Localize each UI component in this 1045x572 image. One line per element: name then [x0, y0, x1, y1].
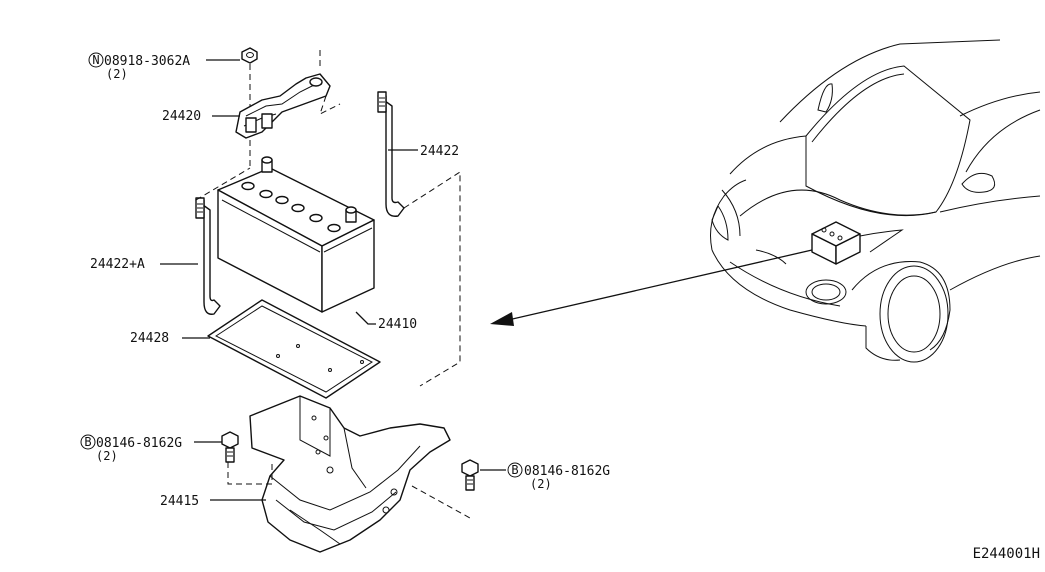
diagram-code: E244001H — [973, 546, 1040, 562]
clamp-part — [235, 50, 341, 168]
leader-lines — [160, 59, 506, 501]
location-arrow — [490, 249, 813, 326]
label-bolt-right: B 08146-8162G (2) — [507, 462, 610, 491]
bolt-right-part — [461, 459, 479, 491]
svg-text:(2): (2) — [106, 67, 128, 81]
bracket-part — [227, 395, 471, 553]
label-tray: 24428 — [130, 331, 169, 346]
svg-text:B: B — [84, 435, 91, 449]
svg-text:08918-3062A: 08918-3062A — [104, 54, 190, 69]
label-rod-right: 24422 — [420, 144, 459, 159]
label-clamp: 24420 — [162, 109, 201, 124]
svg-text:N: N — [92, 53, 99, 67]
svg-text:08146-8162G: 08146-8162G — [96, 436, 182, 451]
bolt-left-part — [221, 431, 239, 463]
svg-text:B: B — [511, 463, 518, 477]
rod-right-part — [377, 91, 405, 217]
label-bolt-left: B 08146-8162G (2) — [80, 434, 182, 463]
vehicle-illustration — [710, 39, 1041, 363]
svg-text:(2): (2) — [530, 477, 552, 491]
label-bracket: 24415 — [160, 494, 199, 509]
svg-text:(2): (2) — [96, 449, 118, 463]
nut-part — [241, 47, 258, 106]
rod-left-part — [195, 167, 461, 387]
label-rod-left: 24422+A — [90, 257, 145, 272]
svg-text:08146-8162G: 08146-8162G — [524, 464, 610, 479]
tray-part — [207, 299, 381, 399]
label-battery: 24410 — [378, 317, 417, 332]
label-nut: N 08918-3062A (2) — [88, 52, 190, 81]
battery-part — [217, 156, 375, 313]
